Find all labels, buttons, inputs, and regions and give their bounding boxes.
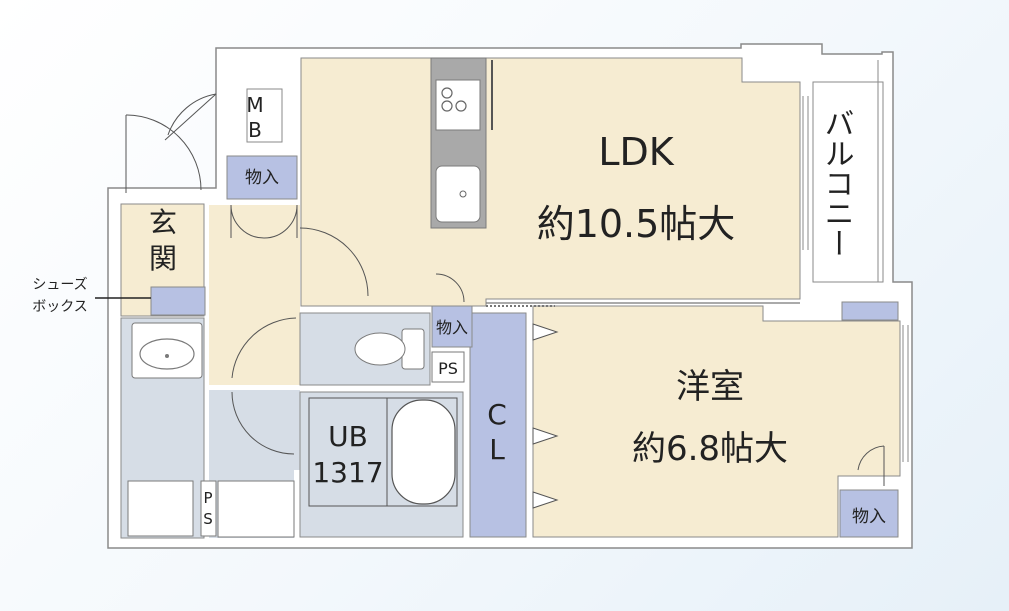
- meter-box-label-1: M: [246, 93, 263, 117]
- closet-label-2: L: [489, 433, 505, 466]
- meter-box: [246, 88, 283, 143]
- shoe-box-label-2: ボックス: [32, 299, 88, 315]
- storage-toilet-label: 物入: [436, 318, 468, 337]
- door-swings: [125, 93, 885, 486]
- western-shelf: [841, 301, 899, 321]
- ps-toilet-label: PS: [438, 359, 458, 378]
- western-floor: [532, 305, 901, 538]
- storage-toilet-box: [431, 305, 473, 348]
- bath-label-2: 1317: [312, 456, 383, 489]
- washbasin: [131, 322, 203, 379]
- ps-laundry-label-1: P: [203, 489, 212, 507]
- meter-box-label-2: B: [248, 118, 262, 142]
- closet-door-marks: [532, 323, 559, 509]
- pipe-space-laundry: [200, 480, 217, 537]
- storage-upper-label: 物入: [245, 168, 279, 188]
- entrance-label-1: 玄: [149, 206, 177, 239]
- ps-laundry-label-2: S: [203, 510, 213, 528]
- balcony-area: [812, 81, 884, 283]
- western-name: 洋室: [676, 367, 744, 407]
- entrance-label-2: 関: [149, 242, 177, 275]
- ldk-name: LDK: [598, 130, 674, 174]
- shoe-box: [150, 286, 206, 316]
- storage-western-label: 物入: [852, 507, 886, 527]
- toilet: [354, 328, 425, 370]
- laundry-blank: [217, 480, 295, 538]
- ldk-size: 約10.5帖大: [537, 202, 736, 246]
- hall-floor: [209, 205, 300, 385]
- bathtub: [308, 397, 458, 507]
- windows: [802, 96, 909, 462]
- closet-area: [469, 312, 527, 538]
- shoe-box-label-1: シューズ: [32, 277, 87, 293]
- western-size: 約6.8帖大: [632, 429, 788, 469]
- storage-upper-box: [226, 155, 298, 200]
- ldk-floor: [300, 57, 801, 307]
- storage-western-box: [839, 489, 899, 538]
- kitchen-counter: [430, 57, 493, 229]
- pipe-space-toilet: [431, 351, 465, 383]
- balcony-label: バルコニー: [819, 108, 854, 258]
- closet-label-1: C: [487, 398, 507, 431]
- bath-label-1: UB: [328, 420, 368, 453]
- washing-machine-space: [127, 480, 194, 537]
